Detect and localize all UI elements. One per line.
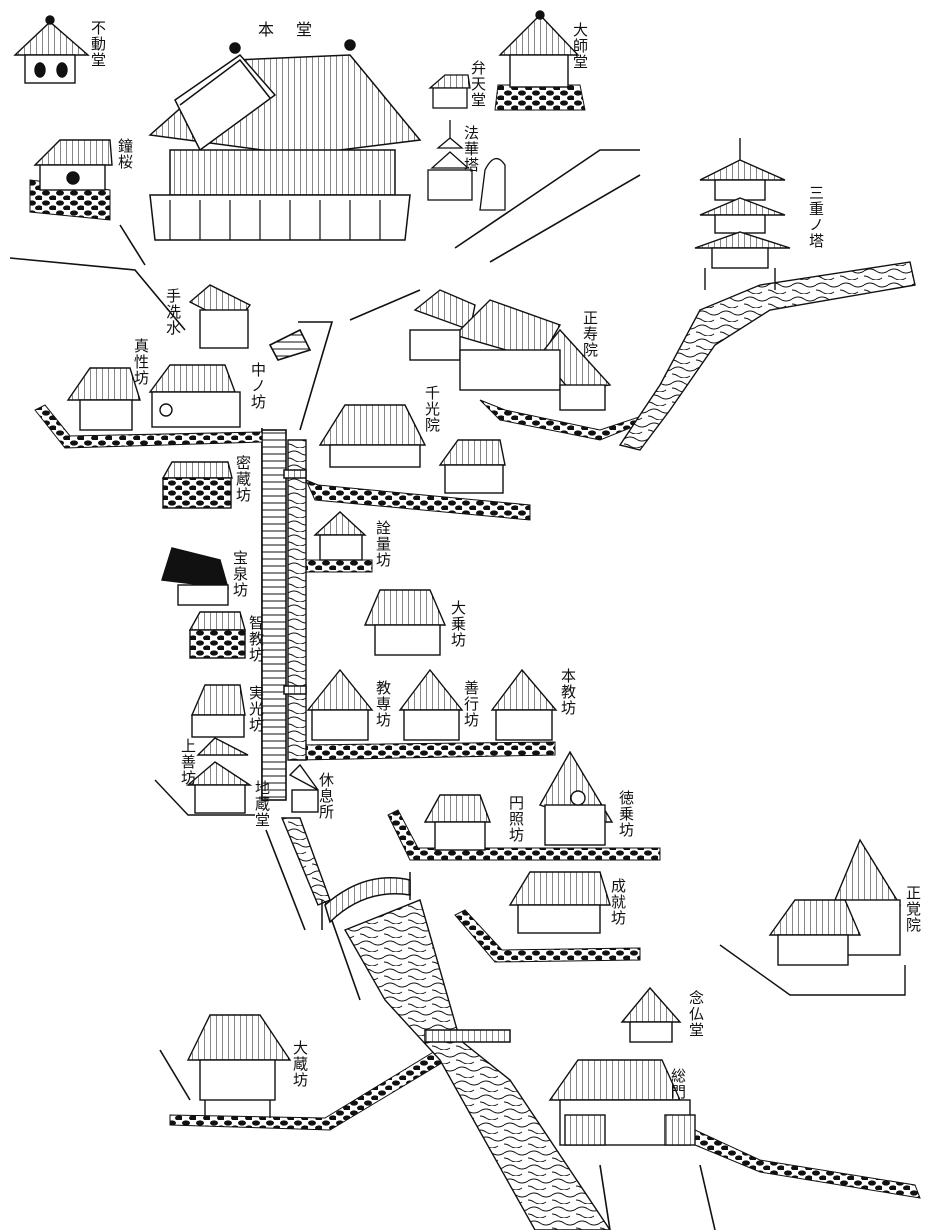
label-chozusui: 手洗水 xyxy=(164,288,182,336)
tokujobo-building xyxy=(538,750,614,846)
label-tokujobo: 徳乗坊 xyxy=(617,790,635,838)
bridges xyxy=(283,469,511,1043)
label-daijobo: 大乗坊 xyxy=(449,600,467,648)
label-daishido: 大師堂 xyxy=(571,22,589,70)
senryobo-building xyxy=(313,511,367,561)
daishido-building xyxy=(498,10,580,88)
label-somon: 総門 xyxy=(669,1068,687,1100)
stone-walls xyxy=(29,84,921,1199)
label-senryobo: 詮量坊 xyxy=(374,520,392,568)
label-nenbutsudo: 念仏堂 xyxy=(687,990,705,1038)
shinshobo-building xyxy=(66,364,241,431)
somon-gate xyxy=(548,1059,696,1146)
label-fudodo: 不動堂 xyxy=(89,20,107,68)
kyusokusho-building xyxy=(288,763,319,813)
label-daizobo: 大蔵坊 xyxy=(291,1040,309,1088)
daijobo-building xyxy=(363,589,447,656)
label-sanjunoto: 三重ノ塔 xyxy=(807,185,825,249)
jozenbo-building xyxy=(154,737,255,816)
fudodo-building xyxy=(13,15,90,84)
label-jikkobo: 実光坊 xyxy=(247,685,265,733)
label-jizodo: 地蔵堂 xyxy=(253,780,271,828)
enshobo-building xyxy=(423,794,492,851)
label-shojuin: 正寿院 xyxy=(581,310,599,358)
label-enshobo: 円照坊 xyxy=(507,795,525,843)
label-mitsuzobo: 密蔵坊 xyxy=(234,455,252,503)
paths xyxy=(9,149,716,1230)
label-hondo: 本堂 xyxy=(258,20,335,39)
hosenbo-building xyxy=(161,547,229,606)
label-hokketo: 法華塔 xyxy=(462,125,480,173)
label-jojubo: 成就坊 xyxy=(609,878,627,926)
shojuin-building xyxy=(409,289,612,411)
chozusui-building xyxy=(188,284,252,349)
jikkobo-building xyxy=(190,684,246,738)
label-honkyobo: 本教坊 xyxy=(559,668,577,716)
label-senkoin: 千光院 xyxy=(423,385,441,433)
label-kyosenbo: 教専坊 xyxy=(374,680,392,728)
shoro-building xyxy=(33,139,113,191)
label-bentendo: 弁天堂 xyxy=(469,60,487,108)
label-shoro: 鐘桜 xyxy=(116,138,134,170)
shogakuin-building xyxy=(719,838,906,996)
label-shogakuin: 正覚院 xyxy=(904,885,922,933)
jojubo-building xyxy=(508,871,611,934)
hondo-building xyxy=(148,39,422,241)
label-nakanobo: 中ノ坊 xyxy=(249,362,267,410)
label-jozenbo: 上善坊 xyxy=(179,738,197,786)
label-zengyobo: 善行坊 xyxy=(462,680,480,728)
label-shinshobo: 真性坊 xyxy=(132,338,150,386)
streams xyxy=(280,261,916,1230)
daizobo-building xyxy=(186,1014,292,1118)
label-chikyobo: 智教坊 xyxy=(247,615,265,663)
hokketo-pagoda xyxy=(427,120,506,211)
sanjunoto-pagoda xyxy=(694,138,791,290)
chikyobo-building xyxy=(188,611,246,659)
senkoin-building xyxy=(318,404,506,494)
row-buildings xyxy=(306,668,558,741)
label-hosenbo: 宝泉坊 xyxy=(231,550,249,598)
mitsuzobo-building xyxy=(161,461,233,509)
nenbutsudo-building xyxy=(620,986,682,1043)
label-kyusokusho: 休息所 xyxy=(317,772,335,820)
bentendo-building xyxy=(428,74,471,109)
